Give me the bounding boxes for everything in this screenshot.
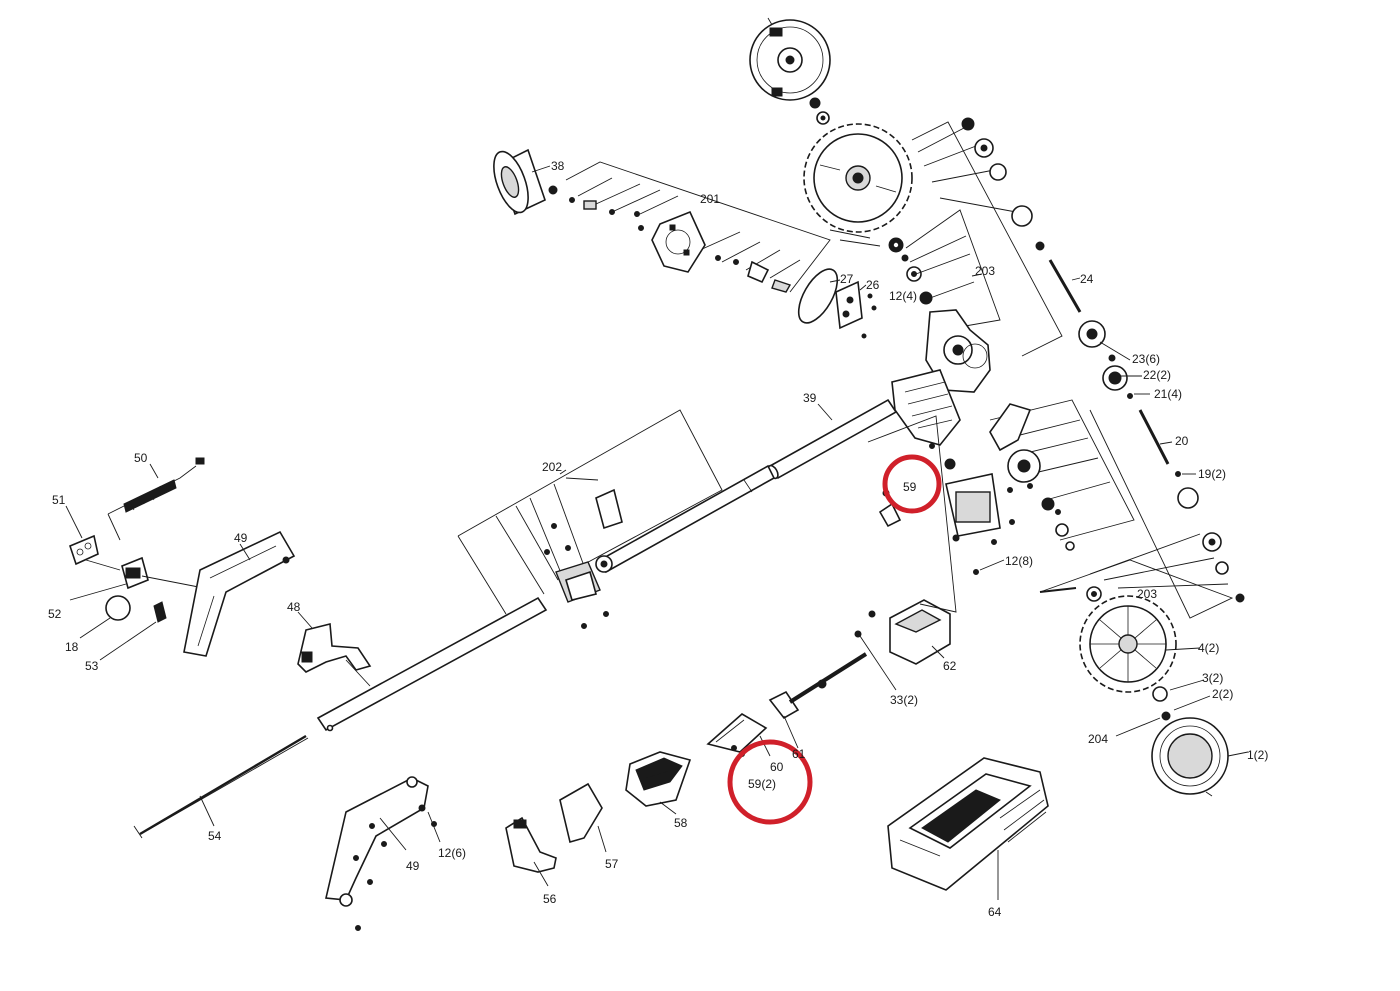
label-58: 58 bbox=[674, 816, 688, 830]
small-fasteners-row bbox=[548, 185, 644, 231]
label-1-2: 1(2) bbox=[1247, 748, 1268, 762]
gear-stack-203 bbox=[829, 209, 1001, 331]
motor-cylinder-part-38 bbox=[493, 148, 551, 216]
label-12-4: 12(4) bbox=[889, 289, 917, 303]
label-49-upper: 49 bbox=[234, 531, 248, 545]
battery-cover-62 bbox=[868, 599, 951, 665]
label-51: 51 bbox=[52, 493, 66, 507]
clamp-assembly-202 bbox=[457, 409, 723, 629]
label-20: 20 bbox=[1175, 434, 1189, 448]
label-64: 64 bbox=[988, 905, 1002, 919]
label-202: 202 bbox=[542, 460, 562, 474]
label-12-6: 12(6) bbox=[438, 846, 466, 860]
shaft-assembly-right bbox=[911, 117, 1199, 509]
latch-part-56 bbox=[505, 816, 557, 887]
top-washers bbox=[809, 97, 830, 125]
label-52: 52 bbox=[48, 607, 62, 621]
label-18: 18 bbox=[65, 640, 79, 654]
rod-part-61 bbox=[768, 652, 868, 749]
label-54: 54 bbox=[208, 829, 222, 843]
charger-64 bbox=[887, 757, 1049, 900]
battery-pack-58 bbox=[625, 751, 692, 815]
label-59: 59 bbox=[903, 480, 917, 494]
label-24: 24 bbox=[1080, 272, 1094, 286]
label-39: 39 bbox=[803, 391, 817, 405]
main-lower-shaft bbox=[133, 596, 548, 839]
motor-housing-201 bbox=[651, 210, 792, 293]
label-33-2: 33(2) bbox=[890, 693, 918, 707]
handle-grip-49-upper bbox=[183, 530, 296, 657]
trigger-block-52 bbox=[69, 556, 215, 661]
gearbox-housing bbox=[891, 309, 991, 449]
label-12-8: 12(8) bbox=[1005, 554, 1033, 568]
assembly-201-leaders bbox=[565, 161, 831, 293]
label-3-2: 3(2) bbox=[1202, 671, 1223, 685]
label-22-2: 22(2) bbox=[1143, 368, 1171, 382]
wheel-cap-parts bbox=[1115, 679, 1249, 797]
fastener-33 bbox=[854, 630, 897, 691]
highlight-circle-59-2 bbox=[727, 739, 813, 825]
label-4-2: 4(2) bbox=[1198, 641, 1219, 655]
label-21-4: 21(4) bbox=[1154, 387, 1182, 401]
label-23-6: 23(6) bbox=[1132, 352, 1160, 366]
label-48: 48 bbox=[287, 600, 301, 614]
cable-spring-50 bbox=[107, 457, 205, 541]
label-204: 204 bbox=[1088, 732, 1108, 746]
label-59-2: 59(2) bbox=[748, 777, 776, 791]
upper-gear-wheel bbox=[803, 123, 913, 233]
highlight-circle-59 bbox=[882, 454, 942, 514]
label-53: 53 bbox=[85, 659, 99, 673]
switch-plate-51 bbox=[65, 505, 121, 571]
top-disc-part bbox=[749, 17, 831, 101]
bracket-part-60 bbox=[706, 713, 771, 757]
label-57: 57 bbox=[605, 857, 619, 871]
label-50: 50 bbox=[134, 451, 148, 465]
right-bracket-assembly bbox=[878, 399, 1135, 575]
label-56: 56 bbox=[543, 892, 557, 906]
label-19-2: 19(2) bbox=[1198, 467, 1226, 481]
seal-frame-57 bbox=[559, 782, 607, 853]
shaft-tube-39 bbox=[598, 398, 898, 574]
bracket-26 bbox=[835, 280, 877, 339]
handle-part-48 bbox=[297, 611, 372, 687]
label-49-lower: 49 bbox=[406, 859, 420, 873]
lower-handle-49 bbox=[325, 776, 441, 931]
ring-gasket-27 bbox=[797, 268, 841, 324]
label-60: 60 bbox=[770, 760, 784, 774]
label-2-2: 2(2) bbox=[1212, 687, 1233, 701]
leader-lines-mid bbox=[867, 415, 957, 613]
label-62: 62 bbox=[943, 659, 957, 673]
label-38: 38 bbox=[551, 159, 565, 173]
label-203-top: 203 bbox=[975, 264, 995, 278]
label-61: 61 bbox=[792, 747, 806, 761]
label-201: 201 bbox=[700, 192, 720, 206]
label-27: 27 bbox=[840, 272, 854, 286]
lower-wheel-assembly bbox=[1039, 409, 1245, 693]
label-203-bottom: 203 bbox=[1137, 587, 1157, 601]
label-26: 26 bbox=[866, 278, 880, 292]
